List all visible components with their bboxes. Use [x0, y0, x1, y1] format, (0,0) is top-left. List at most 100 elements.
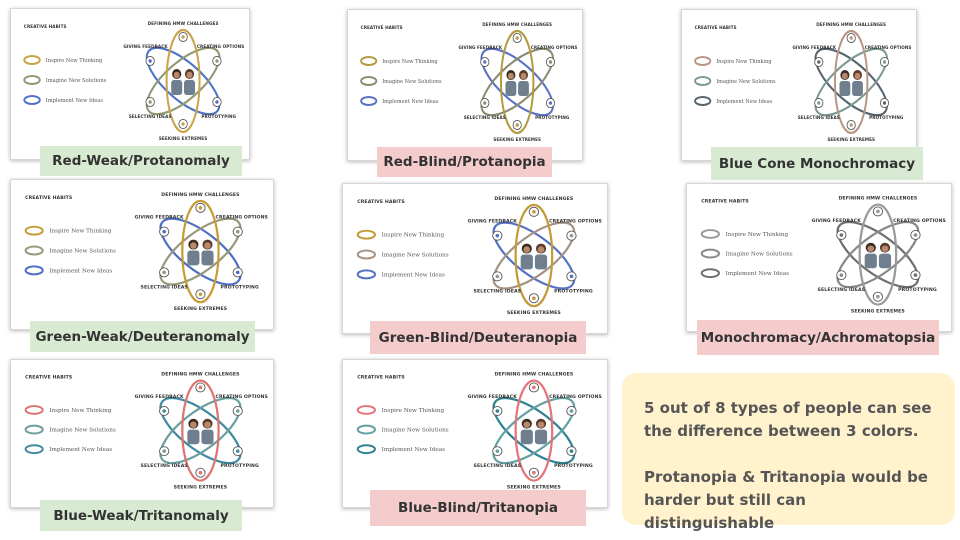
person-body [520, 254, 533, 270]
diagram-heading: CREATIVE HABITS [357, 375, 405, 381]
label-giving-feedback: GIVING FEEDBACK [792, 45, 836, 51]
lightbulb-icon-dot [515, 36, 519, 40]
legend-label: Implement New Ideas [382, 272, 445, 278]
orbit-ring-imagine [492, 397, 576, 465]
legend-ring-icon [24, 245, 44, 256]
diagram-heading: CREATIVE HABITS [361, 25, 403, 31]
label-defining-hmw: DEFINING HMW CHALLENGES [494, 196, 573, 202]
check-circle-icon-dot [162, 449, 166, 453]
label-creating-options: CREATING OPTIONS [549, 219, 602, 225]
legend-ring-icon [356, 405, 376, 415]
panel-caption: Green-Blind/Deuteranopia [370, 321, 586, 354]
legend-label: Implement New Ideas [716, 99, 772, 105]
label-selecting-ideas: SELECTING IDEAS [141, 284, 188, 290]
person-body [184, 80, 195, 95]
person-body [878, 253, 892, 269]
legend-ring-icon [24, 424, 44, 435]
label-seeking-extremes: SEEKING EXTREMES [507, 310, 561, 316]
legend-ring-icon [360, 76, 378, 86]
orbit-ring-inspire [514, 379, 554, 482]
legend-ring-icon [356, 424, 376, 435]
legend-label: Imagine New Solutions [46, 78, 107, 84]
legend-label: Imagine New Solutions [382, 253, 449, 259]
label-selecting-ideas: SELECTING IDEAS [798, 115, 840, 121]
orbit-ring-inspire [181, 199, 220, 304]
label-giving-feedback: GIVING FEEDBACK [123, 44, 168, 50]
orbit-ring-inspire [165, 28, 201, 134]
label-prototyping: PROTOTYPING [869, 115, 904, 121]
orbit-ring-inspire [834, 29, 869, 135]
tools-icon-dot [215, 100, 219, 104]
orbit-ring-implement [492, 221, 576, 290]
diagram-heading: CREATIVE HABITS [695, 25, 737, 31]
label-defining-hmw: DEFINING HMW CHALLENGES [494, 372, 573, 378]
orbit-diagram [159, 379, 243, 482]
panel-caption: Blue Cone Monochromacy [711, 147, 923, 180]
check-circle-icon-dot [483, 101, 487, 105]
orbit-ring-imagine [492, 221, 576, 290]
label-giving-feedback: GIVING FEEDBACK [458, 45, 502, 51]
person-body [864, 253, 877, 269]
label-selecting-ideas: SELECTING IDEAS [818, 287, 866, 293]
label-selecting-ideas: SELECTING IDEAS [129, 114, 172, 120]
magnifier-icon-dot [532, 296, 536, 301]
people-icon [187, 239, 214, 266]
idea-burst-icon-dot [215, 59, 219, 63]
person-face [186, 71, 193, 79]
legend-ring-icon [694, 76, 712, 86]
orbit-ring-inspire [181, 379, 220, 482]
note-line-2: Protanopia & Tritanopia would be harder … [644, 468, 928, 532]
legend-ring-icon [356, 249, 376, 260]
idea-burst-icon-dot [235, 409, 240, 413]
orbit-ring-imagine [145, 46, 221, 116]
orbit-diagram [814, 29, 890, 135]
orbit-diagram [145, 28, 222, 134]
orbit-ring-implement [480, 47, 554, 117]
orbit-diagram [159, 199, 243, 304]
diagram-heading: CREATIVE HABITS [25, 195, 72, 201]
people-icon [187, 418, 214, 445]
orbit-diagram [836, 203, 921, 306]
magnifier-icon-dot [532, 470, 536, 475]
people-icon [839, 70, 863, 96]
orbit-ring-implement [145, 46, 221, 116]
tools-icon-dot [569, 274, 574, 279]
person-body [520, 429, 533, 445]
person-face [204, 421, 211, 428]
legend-label: Inspire New Thinking [382, 408, 445, 414]
legend-ring-icon [694, 96, 712, 106]
note-line-1: 5 out of 8 types of people can see the d… [644, 399, 932, 440]
magnifier-icon-dot [181, 122, 185, 126]
person-body [201, 250, 214, 266]
person-body [534, 429, 548, 445]
person-body [852, 81, 863, 96]
orbit-diagram [480, 29, 556, 135]
label-prototyping: PROTOTYPING [554, 463, 593, 469]
idea-burst-icon-dot [882, 60, 887, 64]
legend-ring-icon [24, 444, 44, 455]
label-defining-hmw: DEFINING HMW CHALLENGES [482, 22, 552, 28]
speech-bubble-icon-dot [495, 409, 500, 413]
lightbulb-icon-dot [849, 36, 853, 40]
person-face [841, 72, 848, 80]
orbit-ring-imagine [814, 47, 888, 117]
label-giving-feedback: GIVING FEEDBACK [468, 394, 518, 400]
person-body [201, 429, 214, 445]
legend-ring-icon [23, 95, 41, 105]
lightbulb-icon-dot [532, 385, 536, 390]
legend-ring-icon [23, 75, 41, 85]
person-face [537, 246, 545, 253]
label-giving-feedback: GIVING FEEDBACK [135, 215, 184, 221]
person-face [867, 245, 875, 252]
person-face [190, 421, 197, 428]
legend-ring-icon [24, 405, 44, 415]
label-seeking-extremes: SEEKING EXTREMES [507, 484, 561, 490]
